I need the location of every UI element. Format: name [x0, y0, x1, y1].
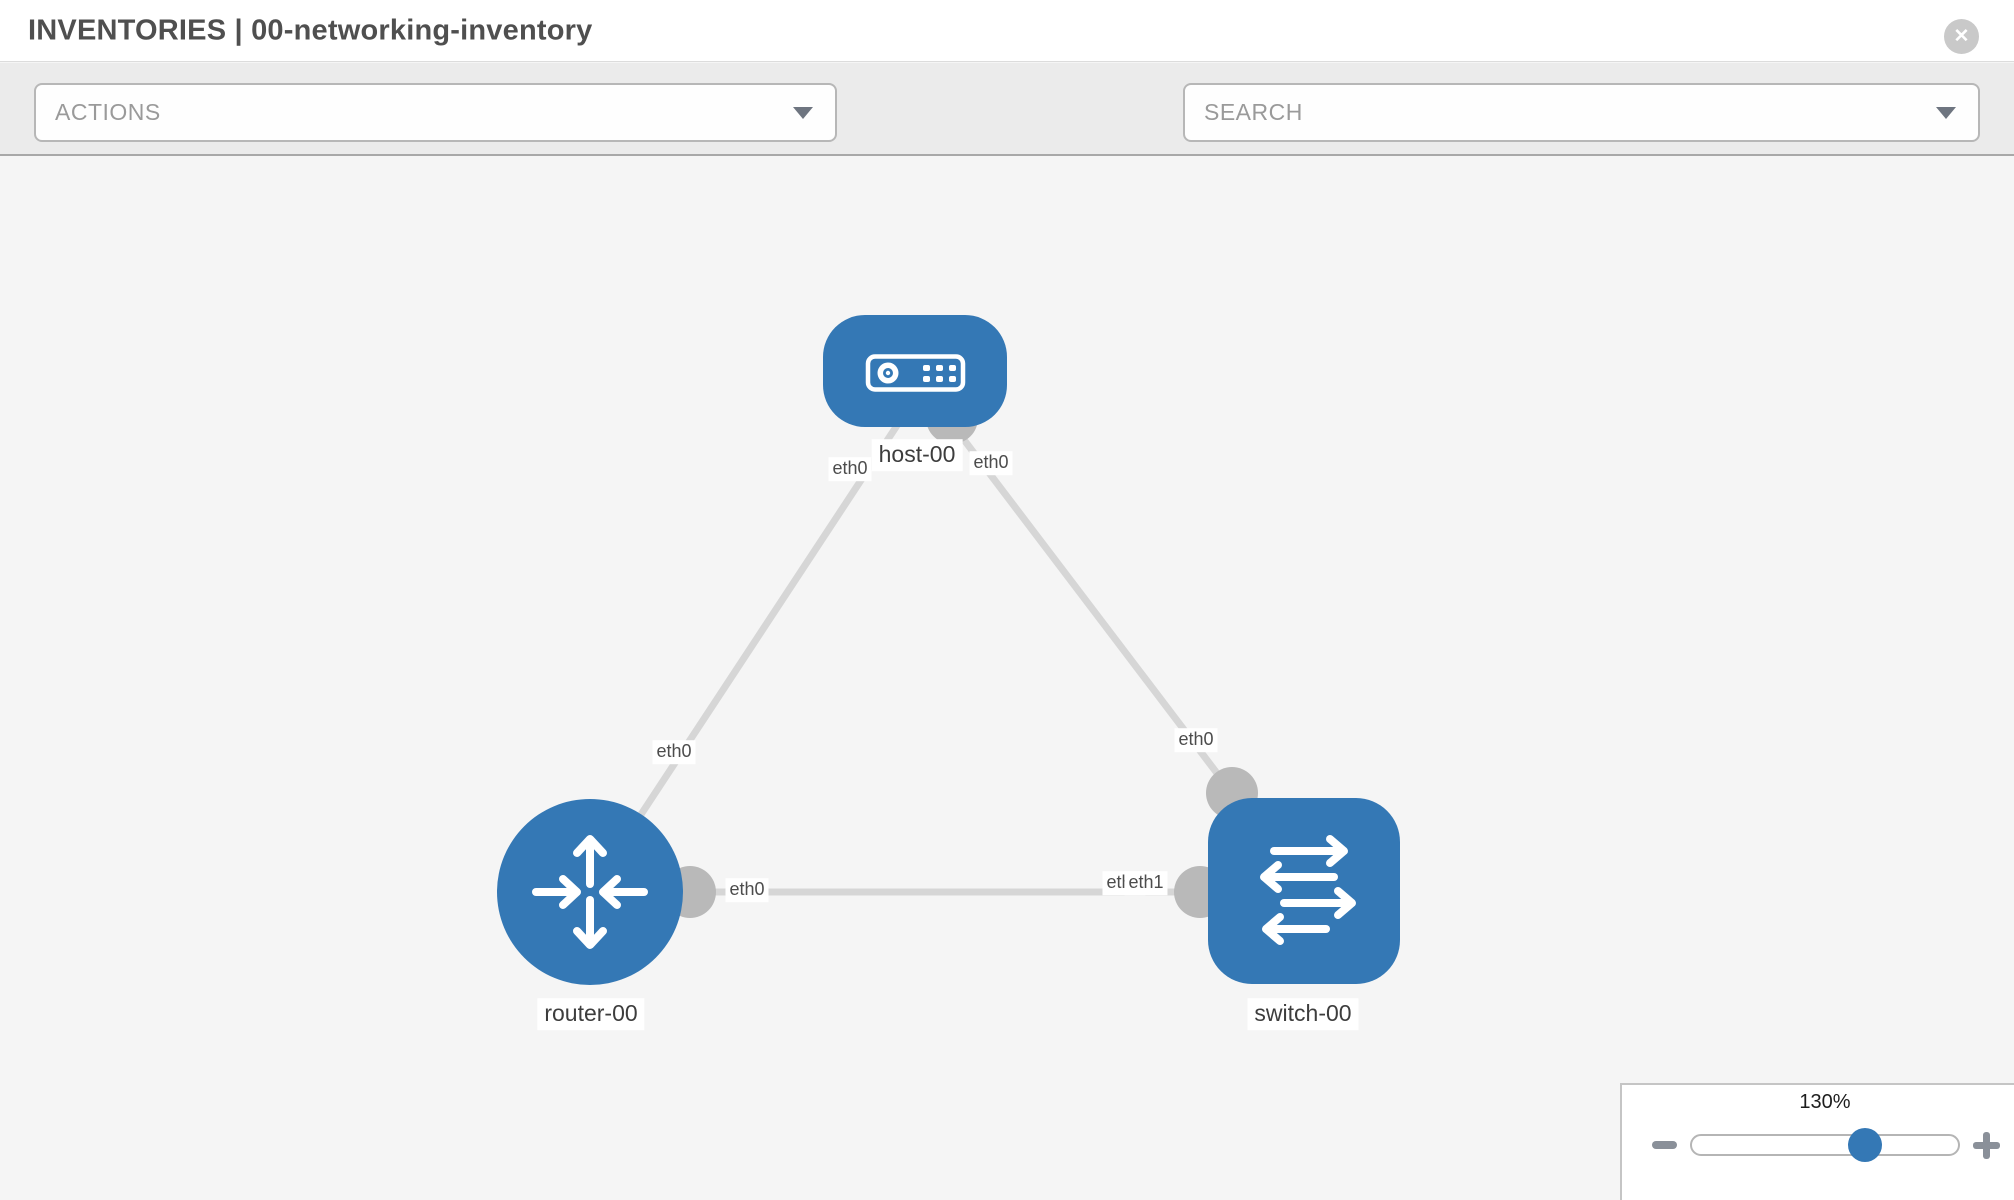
- link-host-router[interactable]: [587, 422, 901, 894]
- port-label: eth0: [652, 740, 696, 764]
- zoom-in-button[interactable]: [1973, 1132, 2000, 1159]
- node-host-00[interactable]: [823, 315, 1007, 427]
- node-label-switch: switch-00: [1247, 998, 1359, 1030]
- port-label: eth0: [725, 878, 769, 902]
- zoom-level-value: 130%: [1799, 1091, 1851, 1113]
- search-dropdown-label: SEARCH: [1204, 99, 1303, 125]
- port-label: eth0: [1174, 728, 1218, 752]
- search-dropdown[interactable]: SEARCH: [1183, 83, 1980, 142]
- chevron-down-icon: [793, 106, 813, 119]
- header: INVENTORIES | 00-networking-inventory ✕: [0, 0, 2014, 62]
- node-switch-00[interactable]: [1208, 798, 1400, 984]
- port-label: eth0: [969, 451, 1013, 475]
- actions-dropdown[interactable]: ACTIONS: [34, 83, 837, 142]
- switch-icon: [1260, 835, 1356, 945]
- zoom-slider-track[interactable]: [1690, 1134, 1960, 1156]
- node-label-router: router-00: [537, 998, 645, 1030]
- zoom-slider-knob[interactable]: [1848, 1128, 1882, 1162]
- zoom-out-button[interactable]: [1652, 1141, 1677, 1149]
- host-icon: [865, 354, 966, 392]
- actions-dropdown-label: ACTIONS: [55, 99, 161, 125]
- topology-canvas[interactable]: host-00 eth0 eth0 eth0 eth0 eth0 eth0 et…: [0, 156, 2014, 1200]
- zoom-control-panel: 130%: [1620, 1083, 2014, 1200]
- close-icon: ✕: [1953, 26, 1970, 47]
- close-button[interactable]: ✕: [1944, 19, 1979, 54]
- node-router-00[interactable]: [497, 799, 683, 985]
- chevron-down-icon: [1936, 106, 1956, 119]
- node-label-host: host-00: [871, 439, 963, 471]
- port-label: eth1: [1124, 871, 1168, 895]
- toolbar: ACTIONS SEARCH: [0, 63, 2014, 198]
- router-icon: [532, 835, 648, 949]
- port-label: eth0: [828, 457, 872, 481]
- page-title: INVENTORIES | 00-networking-inventory: [28, 14, 593, 46]
